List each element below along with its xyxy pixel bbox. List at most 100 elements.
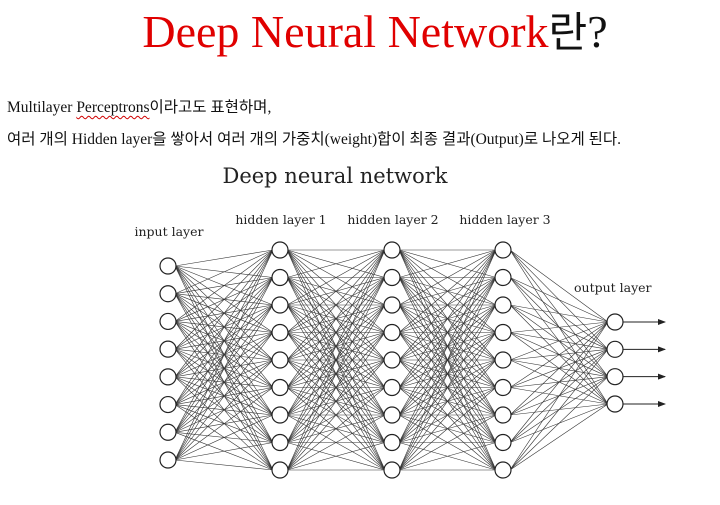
neuron-node [383,378,401,397]
neuron-node [159,395,177,414]
connection-line [286,249,386,388]
neuron-node [494,296,512,314]
diagram-title: Deep neural network [222,164,447,188]
connection-line [174,249,274,350]
neuron-node [159,312,177,331]
connection-line [509,304,609,323]
connection-line [398,414,497,471]
connection-line [286,249,386,306]
neuron-node [159,257,177,275]
line1-part-a: Multilayer [7,99,77,116]
description-line-1: Multilayer Perceptrons이라고도 표현하며, [7,95,271,117]
connection-line [174,359,274,461]
connection-line [286,277,386,471]
connection-line [509,349,609,471]
connection-line [286,249,386,361]
connection-line [174,249,274,294]
connection-line [509,376,609,471]
description-line-2: 여러 개의 Hidden layer을 쌓아서 여러 개의 가중치(weight… [7,131,622,148]
connection-line [398,249,497,443]
neuron-node [159,285,177,303]
neuron-node [494,406,512,424]
neuron-node [271,296,289,314]
neuron-node [159,451,177,469]
neuron-node [159,423,177,441]
connection-line [174,249,274,322]
neuron-node [383,323,401,342]
page-title: Deep Neural Network란? [0,2,720,63]
connection-line [286,249,386,416]
connection-line [286,332,386,471]
connection-line [509,321,609,361]
neuron-node [494,461,512,479]
connection-line [398,249,497,361]
connection-line [286,304,386,471]
neuron-node [383,268,401,287]
neuron-node [494,268,512,287]
connection-line [174,249,274,378]
neuron-node [383,433,401,452]
connection-line [398,249,497,471]
neuron-node [606,340,624,358]
connection-line [398,249,497,333]
title-suffix: 란 [548,8,588,57]
neuron-node [271,351,289,369]
connection-line [286,414,386,471]
neuron-node [494,351,512,369]
connection-line [286,249,386,471]
connection-line [398,277,497,471]
connection-line [174,249,274,433]
connection-line [398,249,497,388]
neuron-node [383,351,401,369]
neuron-nodes [159,241,624,479]
neuron-node [159,368,177,386]
connection-line [398,304,497,471]
neuron-node [271,406,289,424]
connection-line [174,249,274,405]
connection-line [398,442,497,471]
connection-line [509,321,609,443]
connection-line [398,249,497,416]
output-arrows [623,319,666,407]
connection-line [509,321,609,333]
line1-part-b: Perceptrons [76,99,150,116]
neuron-node [606,395,624,413]
neuron-node [271,461,289,479]
connection-line [398,249,497,278]
connection-line [174,332,274,461]
connection-line [174,387,274,461]
connection-line [286,387,386,471]
layer-label: hidden layer 3 [459,212,550,227]
connection-line [398,332,497,471]
connection-line [509,403,609,471]
title-question-mark: ? [587,6,608,57]
connection-line [509,277,609,323]
connection-line [286,249,386,443]
connection-line [509,249,609,323]
neuron-node [494,323,512,342]
layer-label: hidden layer 2 [347,212,438,227]
title-main: Deep Neural Network [142,6,549,57]
connection-lines [174,249,609,471]
neuron-node [494,241,512,259]
line1-part-c: 이라고도 표현하며, [149,99,272,116]
neuron-node [606,368,624,386]
neuron-node [271,323,289,342]
neuron-node [271,433,289,452]
neuron-node [494,433,512,452]
connection-line [398,387,497,471]
neuron-node [383,241,401,259]
layer-label: input layer [135,224,204,239]
neuron-node [271,378,289,397]
connection-line [509,321,609,388]
neuron-node [383,296,401,314]
connection-line [174,249,274,461]
connection-line [286,249,386,278]
neuron-node [159,340,177,358]
neuron-node [383,406,401,424]
connection-line [398,359,497,471]
connection-line [174,249,274,267]
connection-line [174,414,274,461]
